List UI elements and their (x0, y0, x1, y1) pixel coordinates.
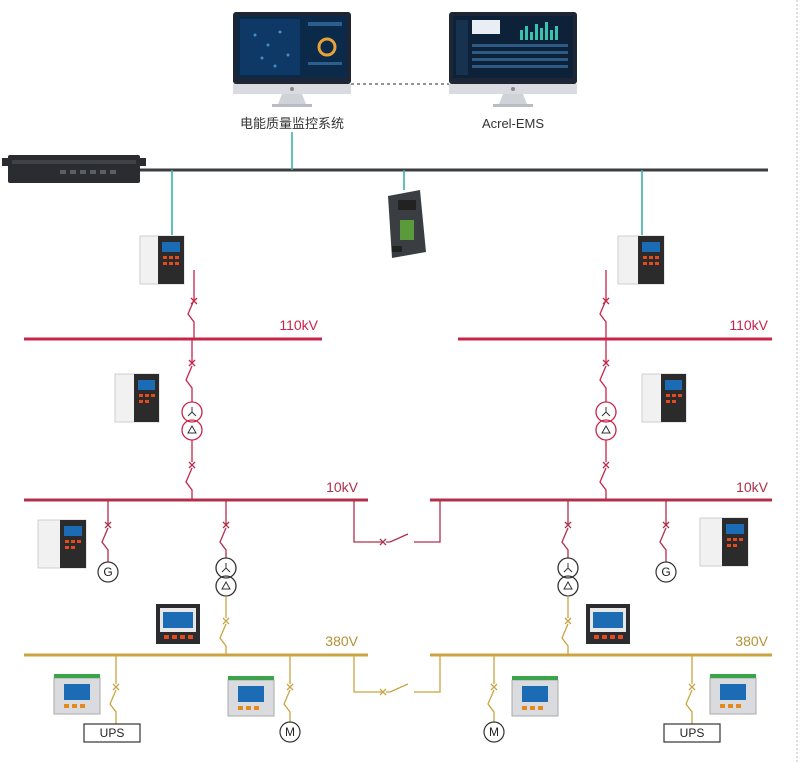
load-feeder-ups-left (109, 655, 120, 724)
ups-right: UPS (663, 723, 721, 743)
relay-top-left (139, 235, 185, 285)
svg-text:M: M (285, 725, 295, 739)
bus-380v-left-label: 380V (325, 633, 358, 649)
bus-tie-380v (353, 655, 441, 696)
bus-110kv-right-label: 110kV (729, 317, 768, 333)
bus-tie-10kv (353, 500, 441, 546)
load-feeder-motor-left (283, 655, 294, 722)
ups-left: UPS (83, 723, 141, 743)
lv-transformer-branch-left (215, 500, 237, 655)
bus-380v-right-label: 380V (735, 633, 768, 649)
load-feeder-motor-right (487, 655, 498, 722)
relay-mid-left (114, 373, 160, 423)
transformer-left-glyphs (187, 407, 197, 434)
generator-left: G (97, 561, 119, 583)
monitor-pq-label: 电能质量监控系统 (240, 116, 344, 131)
generator-right: G (655, 561, 677, 583)
analyzer-left (156, 604, 200, 644)
relay-gen-right (699, 517, 749, 567)
monitor-ems (449, 12, 577, 107)
din-meter-3 (511, 676, 559, 717)
bus-110kv-left-label: 110kV (279, 317, 318, 333)
feeder-110-in-left (187, 270, 198, 339)
network-switch (2, 155, 146, 183)
svg-text:M: M (489, 725, 499, 739)
bus-10kv-left-label: 10kV (326, 479, 359, 495)
svg-text:G: G (661, 565, 670, 579)
din-meter-2 (227, 676, 275, 717)
transformer-right-glyphs (601, 407, 611, 434)
svg-text:G: G (103, 565, 112, 579)
relay-gen-left (37, 519, 87, 569)
lv-transformer-glyphs (221, 563, 573, 590)
gateway-device (388, 190, 426, 258)
motor-right: M (483, 721, 505, 743)
din-meter-1 (53, 674, 101, 715)
din-meter-4 (709, 674, 757, 715)
relay-top-right (617, 235, 665, 285)
monitor-pq-system (233, 12, 351, 107)
transformer-branch-right (595, 339, 617, 500)
generator-feeder-left (101, 500, 112, 562)
transformer-branch-left (181, 339, 203, 500)
analyzer-right (586, 604, 630, 644)
monitor-ems-label: Acrel-EMS (482, 116, 544, 131)
load-feeder-ups-right (685, 655, 696, 724)
generator-feeder-right (659, 500, 670, 562)
feeder-110-in-right (599, 270, 610, 339)
bus-10kv-right-label: 10kV (736, 479, 769, 495)
svg-text:UPS: UPS (100, 726, 125, 740)
relay-mid-right (641, 373, 687, 423)
lv-transformer-branch-right (557, 500, 579, 655)
motor-left: M (279, 721, 301, 743)
svg-text:UPS: UPS (680, 726, 705, 740)
